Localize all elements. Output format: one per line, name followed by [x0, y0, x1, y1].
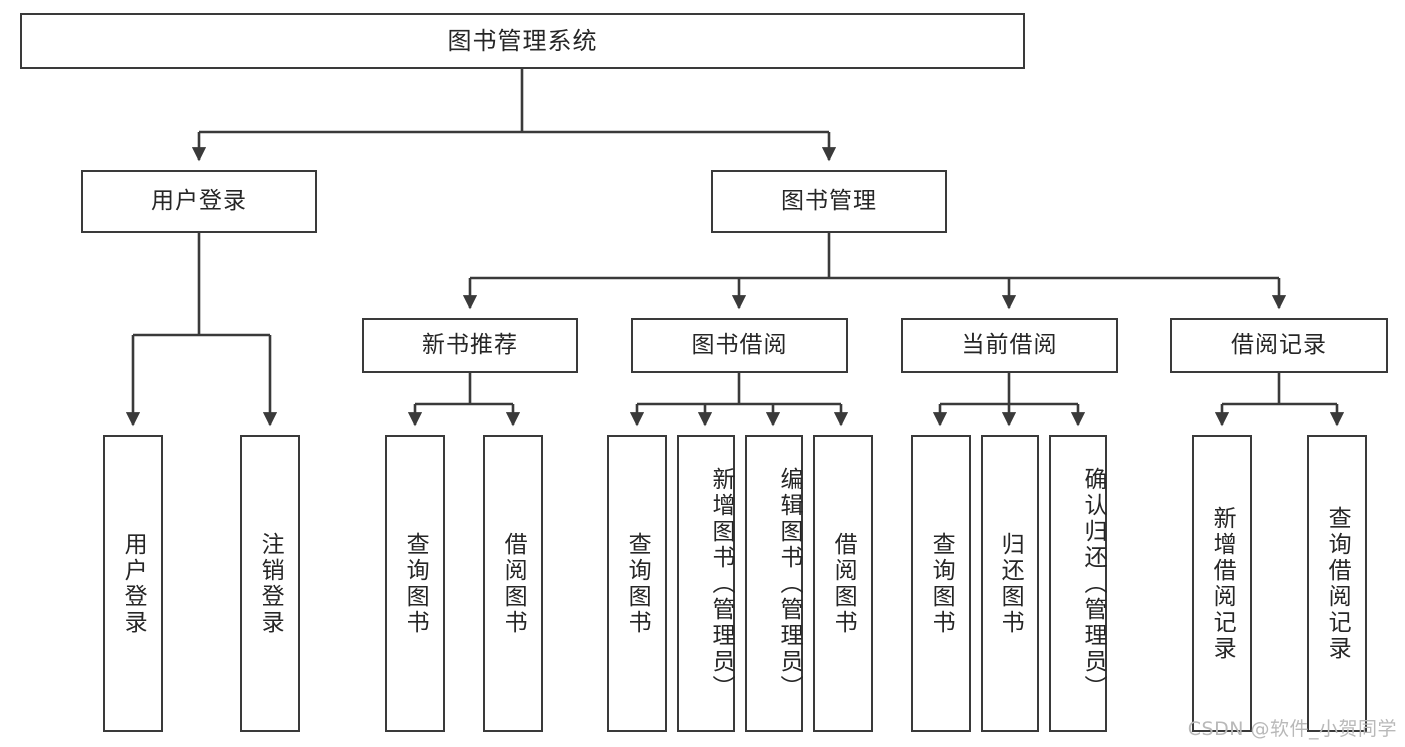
leaf-label: 查询借阅记录: [1324, 505, 1351, 662]
leaf-label: 确认归还（管理员）: [1080, 466, 1106, 701]
leaf-borrow-record-query[interactable]: 查询借阅记录: [1307, 435, 1367, 732]
node-current-borrow[interactable]: 当前借阅: [901, 318, 1118, 373]
leaf-label: 新增图书（管理员）: [708, 466, 734, 701]
node-root-system[interactable]: 图书管理系统: [20, 13, 1025, 69]
leaf-label: 用户登录: [120, 531, 147, 636]
leaf-label: 借阅图书: [830, 531, 857, 636]
leaf-book-borrow-borrow[interactable]: 借阅图书: [813, 435, 873, 732]
leaf-new-book-query[interactable]: 查询图书: [385, 435, 445, 732]
node-user-login[interactable]: 用户登录: [81, 170, 317, 233]
leaf-book-borrow-add[interactable]: 新增图书（管理员）: [677, 435, 735, 732]
leaf-book-borrow-edit[interactable]: 编辑图书（管理员）: [745, 435, 803, 732]
leaf-borrow-record-add[interactable]: 新增借阅记录: [1192, 435, 1252, 732]
csdn-watermark: CSDN @软件_小贺同学: [1187, 718, 1397, 740]
leaf-label: 注销登录: [257, 531, 284, 636]
leaf-label: 查询图书: [402, 531, 429, 636]
node-new-book-recommend[interactable]: 新书推荐: [362, 318, 578, 373]
leaf-user-login-logout[interactable]: 注销登录: [240, 435, 300, 732]
leaf-book-borrow-query[interactable]: 查询图书: [607, 435, 667, 732]
leaf-label: 查询图书: [624, 531, 651, 636]
node-borrow-record[interactable]: 借阅记录: [1170, 318, 1388, 373]
leaf-user-login-login[interactable]: 用户登录: [103, 435, 163, 732]
leaf-label: 新增借阅记录: [1209, 505, 1236, 662]
leaf-label: 借阅图书: [500, 531, 527, 636]
leaf-label: 归还图书: [997, 531, 1024, 636]
leaf-new-book-borrow[interactable]: 借阅图书: [483, 435, 543, 732]
leaf-current-borrow-confirm-return[interactable]: 确认归还（管理员）: [1049, 435, 1107, 732]
leaf-label: 查询图书: [928, 531, 955, 636]
leaf-current-borrow-query[interactable]: 查询图书: [911, 435, 971, 732]
node-book-borrow[interactable]: 图书借阅: [631, 318, 848, 373]
node-book-management[interactable]: 图书管理: [711, 170, 947, 233]
leaf-current-borrow-return[interactable]: 归还图书: [981, 435, 1039, 732]
leaf-label: 编辑图书（管理员）: [776, 466, 802, 701]
